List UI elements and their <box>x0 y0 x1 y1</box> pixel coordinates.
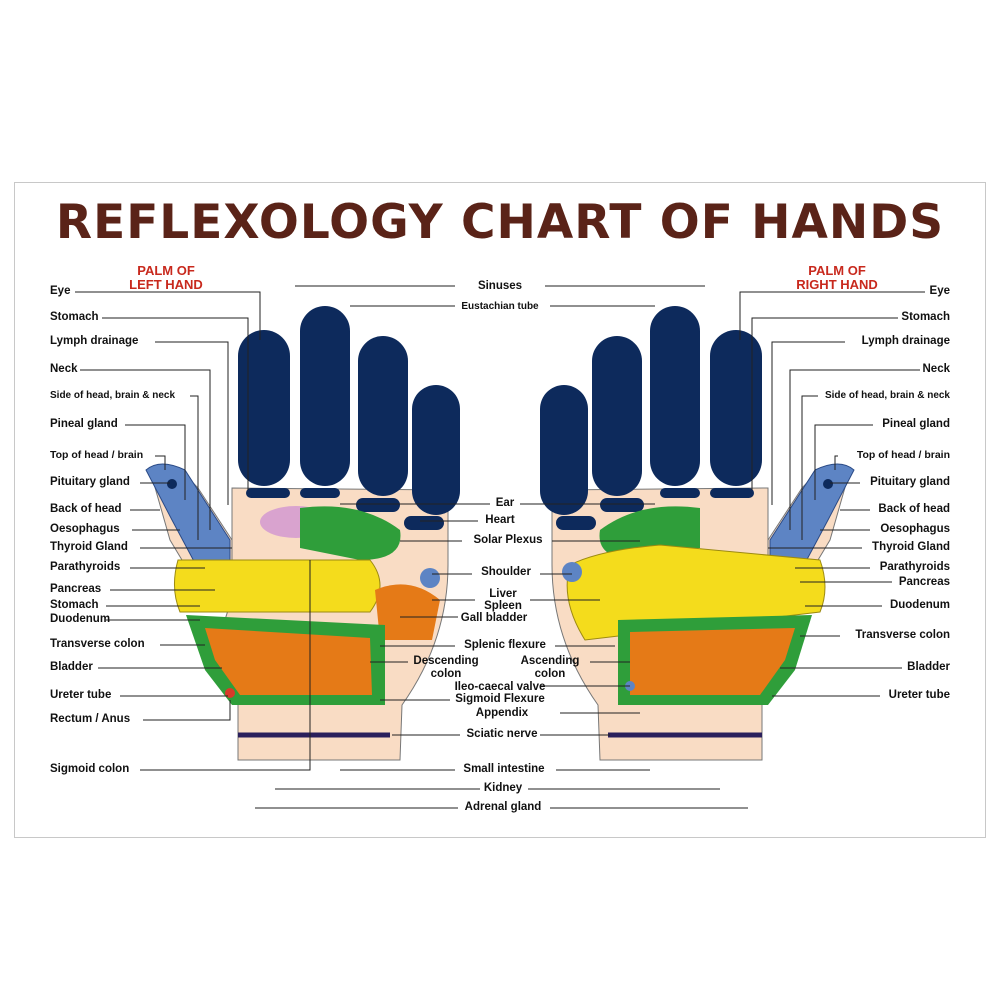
left-label-duodenum: Duodenum <box>50 613 111 625</box>
right-label-bladder: Bladder <box>907 661 950 673</box>
left-shoulder-zone <box>375 584 440 640</box>
left-finger-1 <box>238 330 290 486</box>
right-label-pineal: Pineal gland <box>882 418 950 430</box>
center-label-descending: Descending colon <box>413 655 479 680</box>
right-label-eye: Eye <box>929 285 950 297</box>
right-label-pancreas: Pancreas <box>898 576 950 588</box>
center-label-shoulder: Shoulder <box>481 566 531 578</box>
center-label-adrenal: Adrenal gland <box>464 801 542 813</box>
left-leader-lines <box>75 291 311 771</box>
center-label-ascending: Ascending colon <box>520 655 580 680</box>
left-label-pituitary: Pituitary gland <box>50 476 130 488</box>
right-hand-caption: PALM OF RIGHT HAND <box>782 264 892 292</box>
center-label-sigmoid-flexure: Sigmoid Flexure <box>455 693 545 705</box>
left-label-lymph: Lymph drainage <box>50 335 139 347</box>
right-finger-1 <box>710 330 762 486</box>
left-label-back-head: Back of head <box>50 503 122 515</box>
left-finger-base-4 <box>404 516 444 530</box>
left-label-transverse-colon: Transverse colon <box>50 638 145 650</box>
right-finger-4 <box>540 385 588 515</box>
center-label-splenic: Splenic flexure <box>464 639 546 651</box>
left-finger-2 <box>300 306 350 486</box>
left-label-ureter: Ureter tube <box>50 689 112 701</box>
right-finger-base-2 <box>660 488 700 498</box>
left-finger-4 <box>412 385 460 515</box>
right-label-thyroid: Thyroid Gland <box>872 541 950 553</box>
center-label-liver: Liver <box>489 588 517 600</box>
center-label-small-intestine: Small intestine <box>463 763 545 775</box>
left-finger-base-1 <box>246 488 290 498</box>
center-label-sciatic: Sciatic nerve <box>466 728 538 740</box>
right-leader-lines <box>739 291 925 697</box>
left-solar-zone <box>300 506 401 560</box>
right-caption-line2: RIGHT HAND <box>796 277 878 292</box>
left-caption-line2: LEFT HAND <box>129 277 203 292</box>
right-intestine-zone <box>630 628 795 695</box>
left-label-parathyroids: Parathyroids <box>50 561 121 573</box>
left-label-oesophagus: Oesophagus <box>50 523 120 535</box>
right-label-stomach: Stomach <box>901 311 950 323</box>
right-finger-2 <box>650 306 700 486</box>
right-shoulder-point <box>562 562 582 582</box>
left-label-eye: Eye <box>50 285 71 297</box>
center-label-appendix: Appendix <box>475 707 529 719</box>
right-finger-base-4 <box>556 516 596 530</box>
left-label-side-head: Side of head, brain & neck <box>50 390 176 401</box>
right-label-top-head: Top of head / brain <box>856 449 950 461</box>
right-label-back-head: Back of head <box>878 503 950 515</box>
right-finger-3 <box>592 336 642 496</box>
right-label-oesophagus: Oesophagus <box>880 523 950 535</box>
center-label-kidney: Kidney <box>483 782 523 794</box>
right-finger-base-3 <box>600 498 644 512</box>
center-leader-lines <box>255 285 748 809</box>
center-label-heart: Heart <box>485 514 515 526</box>
left-hand <box>145 306 460 761</box>
center-label-ileo: Ileo-caecal valve <box>454 681 546 693</box>
left-label-pancreas: Pancreas <box>50 583 102 595</box>
right-caption-line1: PALM OF <box>808 263 866 278</box>
left-label-stomach-2: Stomach <box>50 599 99 611</box>
right-finger-base-1 <box>710 488 754 498</box>
left-finger-3 <box>358 336 408 496</box>
center-label-solar: Solar Plexus <box>473 534 543 546</box>
right-label-lymph: Lymph drainage <box>861 335 950 347</box>
right-label-side-head: Side of head, brain & neck <box>824 390 950 401</box>
right-yellow-zone <box>566 544 826 641</box>
right-hand <box>540 306 855 761</box>
left-label-top-head: Top of head / brain <box>50 449 144 461</box>
left-thumb-point <box>167 479 177 489</box>
center-label-spleen: Spleen <box>484 600 522 612</box>
left-label-pineal: Pineal gland <box>50 418 118 430</box>
right-label-ureter: Ureter tube <box>888 689 950 701</box>
right-thumb-point <box>823 479 833 489</box>
left-intestine-zone <box>205 628 372 695</box>
left-finger-base-2 <box>300 488 340 498</box>
left-label-rectum: Rectum / Anus <box>50 713 131 725</box>
left-yellow-zone <box>174 559 381 613</box>
left-label-thyroid: Thyroid Gland <box>50 541 128 553</box>
right-label-pituitary: Pituitary gland <box>870 476 950 488</box>
left-label-neck: Neck <box>50 363 78 375</box>
center-label-sinuses: Sinuses <box>477 280 523 292</box>
chart-title: REFLEXOLOGY CHART OF HANDS <box>55 195 945 250</box>
left-label-bladder: Bladder <box>50 661 93 673</box>
right-label-transverse-colon: Transverse colon <box>855 629 950 641</box>
left-label-sigmoid-colon: Sigmoid colon <box>50 763 130 775</box>
right-label-duodenum: Duodenum <box>889 599 950 611</box>
center-label-gall: Gall bladder <box>460 612 528 624</box>
center-label-eustachian: Eustachian tube <box>461 301 539 312</box>
left-shoulder-point <box>420 568 440 588</box>
left-hand-caption: PALM OF LEFT HAND <box>118 264 214 292</box>
left-finger-base-3 <box>356 498 400 512</box>
right-label-parathyroids: Parathyroids <box>879 561 950 573</box>
left-label-stomach: Stomach <box>50 311 99 323</box>
left-caption-line1: PALM OF <box>137 263 195 278</box>
center-label-ear: Ear <box>495 497 515 509</box>
right-label-neck: Neck <box>922 363 951 375</box>
